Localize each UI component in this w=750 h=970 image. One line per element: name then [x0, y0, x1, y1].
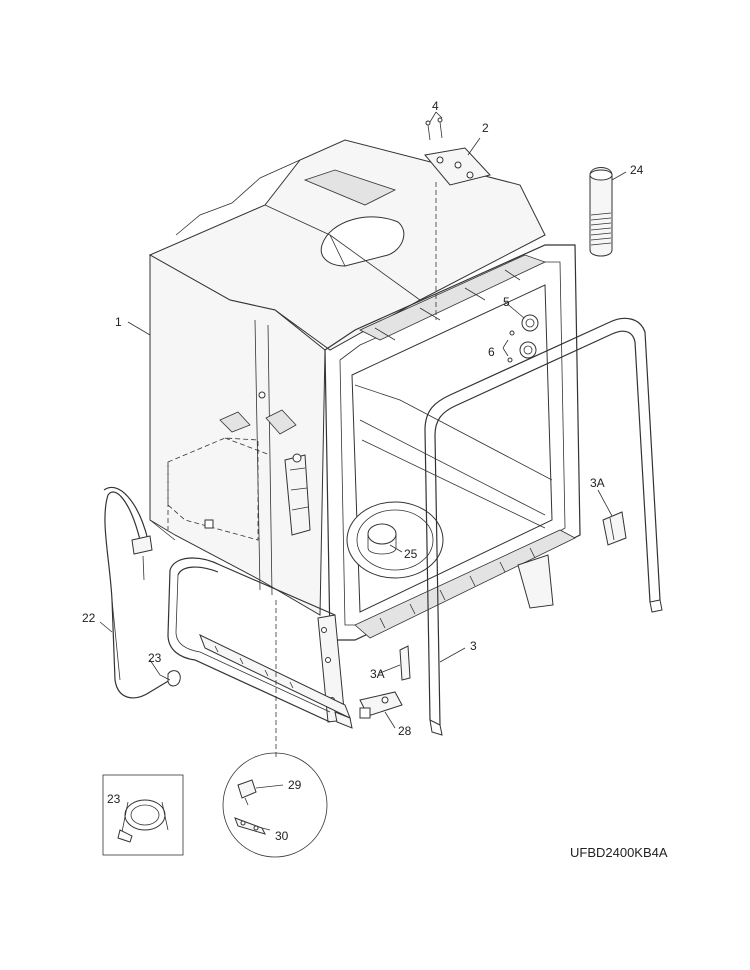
callout-24: 24	[630, 163, 644, 177]
base-frame	[167, 557, 353, 729]
door-gasket	[424, 317, 663, 736]
callout-labels: 1 2 4 24 5 6 3A 25 22 3 23 3A 28 23 29 3…	[82, 99, 668, 860]
callout-3: 3	[470, 639, 477, 653]
drain-hose	[103, 486, 181, 699]
vent-tube	[589, 167, 613, 257]
leader-lines	[99, 111, 627, 831]
callout-3a-bottom: 3A	[370, 667, 385, 681]
callout-29: 29	[288, 778, 302, 792]
diagram-code: UFBD2400KB4A	[570, 845, 668, 860]
callout-1: 1	[115, 315, 122, 329]
door-clip-bottom	[399, 645, 411, 681]
door-clip-right	[602, 511, 627, 546]
callout-23: 23	[148, 651, 162, 665]
callout-25: 25	[404, 547, 418, 561]
callout-23-inset: 23	[107, 792, 121, 806]
tub-body	[148, 139, 546, 616]
inset-sensor-circle	[222, 752, 328, 858]
callout-28: 28	[398, 724, 412, 738]
front-frame	[317, 244, 581, 723]
mounting-bracket	[424, 117, 491, 320]
callout-3a-right: 3A	[590, 476, 605, 490]
inset-clamp-box	[102, 774, 184, 856]
callout-2: 2	[482, 121, 489, 135]
hinge-bracket	[359, 691, 403, 719]
callout-5: 5	[503, 295, 510, 309]
callout-22: 22	[82, 611, 96, 625]
callout-6: 6	[488, 345, 495, 359]
callout-30: 30	[275, 829, 289, 843]
callout-4: 4	[432, 99, 439, 113]
